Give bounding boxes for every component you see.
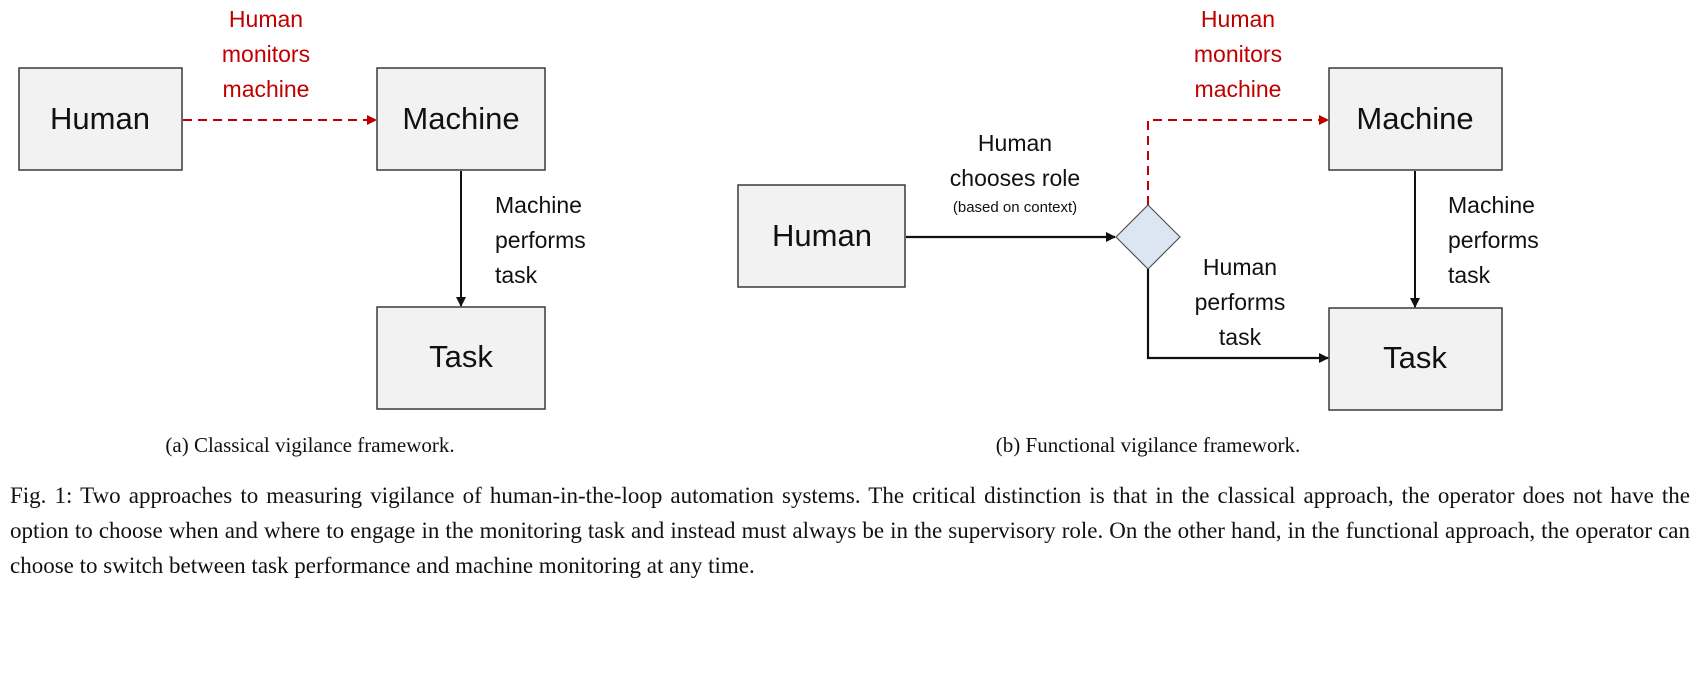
monitor-label-line: monitors (1194, 41, 1282, 67)
perform-label-line: task (495, 262, 538, 288)
task-node-label: Task (1383, 340, 1447, 375)
human-node (18, 67, 183, 171)
machine-node (376, 67, 546, 171)
perform-label-line: performs (495, 227, 586, 253)
machine-perform-label-line: performs (1448, 227, 1539, 253)
panel-b: Human Machine Task Human chooses role (b… (737, 6, 1539, 457)
monitor-label-line: machine (1195, 76, 1282, 102)
figure-caption: Fig. 1: Two approaches to measuring vigi… (10, 483, 1690, 578)
choose-label-line: Human (978, 130, 1052, 156)
choose-label-line: chooses role (950, 165, 1080, 191)
human-node (737, 184, 906, 288)
human-node-label: Human (772, 218, 872, 253)
panel-a: Human Machine Task Human monitors machin… (18, 6, 586, 457)
human-perform-label-line: performs (1195, 289, 1286, 315)
machine-node-label: Machine (402, 101, 519, 136)
monitor-arrow (1147, 115, 1329, 205)
perform-label-line: Machine (495, 192, 582, 218)
machine-perform-label-line: Machine (1448, 192, 1535, 218)
figure: Human Machine Task Human monitors machin… (18, 6, 1539, 457)
monitor-label-line: Human (229, 6, 303, 32)
monitor-label-line: monitors (222, 41, 310, 67)
monitor-label-line: Human (1201, 6, 1275, 32)
machine-perform-label-line: task (1448, 262, 1491, 288)
choose-label-note: (based on context) (953, 199, 1077, 216)
machine-node-label: Machine (1356, 101, 1473, 136)
task-node (1328, 307, 1503, 411)
human-perform-label-line: Human (1203, 254, 1277, 280)
subcaption-b: (b) Functional vigilance framework. (996, 433, 1300, 457)
decision-diamond (1115, 204, 1181, 270)
human-perform-arrow (1146, 269, 1329, 363)
machine-node (1328, 67, 1503, 171)
task-node-label: Task (429, 339, 493, 374)
task-node (376, 306, 546, 410)
human-node-label: Human (50, 101, 150, 136)
human-perform-label-line: task (1219, 324, 1262, 350)
monitor-label: Human monitors machine (222, 6, 310, 102)
subcaption-a: (a) Classical vigilance framework. (165, 433, 454, 457)
monitor-label-line: machine (223, 76, 310, 102)
